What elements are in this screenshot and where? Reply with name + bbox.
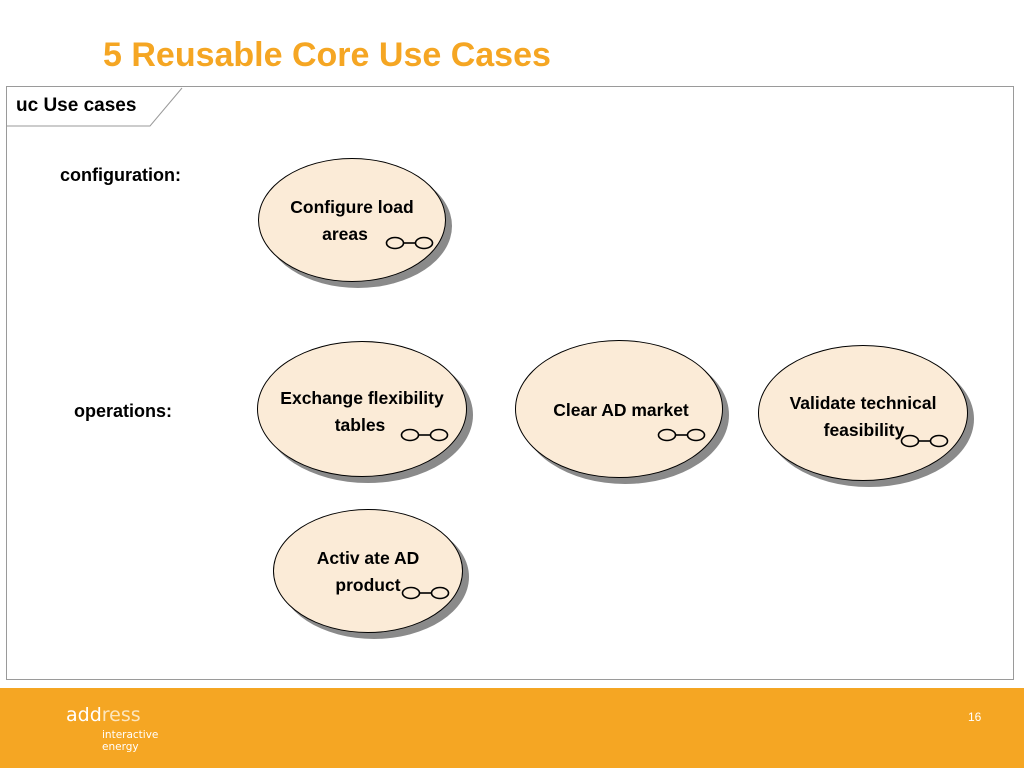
slide-title: 5 Reusable Core Use Cases	[103, 36, 551, 74]
logo-text-bold: add	[66, 704, 102, 726]
composite-link-icon	[385, 236, 434, 250]
use-case-ellipse	[758, 345, 968, 481]
composite-link-icon	[657, 428, 706, 442]
use-case-ellipse	[273, 509, 463, 633]
use-case-label-line1: Validate technical	[789, 393, 937, 413]
address-logo: address	[66, 704, 141, 726]
use-case-label-line1: Exchange flexibility	[280, 388, 444, 408]
use-case-label-line2: feasibility	[823, 420, 905, 440]
diagram-frame	[6, 86, 1014, 680]
use-case-label-line1: Clear AD market	[553, 400, 689, 420]
use-case-label-line1: Activ ate AD	[316, 548, 420, 568]
use-case-label: Activ ate AD product	[273, 545, 463, 599]
page-number: 16	[968, 710, 982, 724]
logo-text-light: ress	[101, 704, 141, 726]
use-case-label: Clear AD market	[515, 397, 727, 424]
logo-tagline: interactive energy	[102, 729, 158, 753]
use-case-label-line2: tables	[334, 415, 386, 435]
composite-link-icon	[401, 586, 450, 600]
tagline-line1: interactive	[102, 729, 159, 741]
frame-label: uc Use cases	[16, 95, 137, 116]
use-case-ellipse	[257, 341, 467, 477]
row-label-configuration: configuration:	[60, 165, 181, 185]
use-case-ellipse	[258, 158, 446, 282]
use-case-label: Configure load areas	[258, 194, 446, 248]
composite-link-icon	[900, 434, 949, 448]
row-label-operations: operations:	[74, 401, 173, 421]
use-case-label-line2: product	[335, 575, 401, 595]
use-case-label: Validate technical feasibility	[758, 390, 968, 444]
use-case-label-line2: areas	[322, 224, 368, 244]
use-case-label-line1: Configure load	[290, 197, 414, 217]
tagline-line2: energy	[102, 741, 139, 753]
use-case-ellipse	[515, 340, 723, 478]
use-case-label: Exchange flexibility tables	[257, 385, 467, 439]
footer-bar	[0, 688, 1024, 768]
composite-link-icon	[400, 428, 449, 442]
frame-tab	[6, 87, 183, 127]
